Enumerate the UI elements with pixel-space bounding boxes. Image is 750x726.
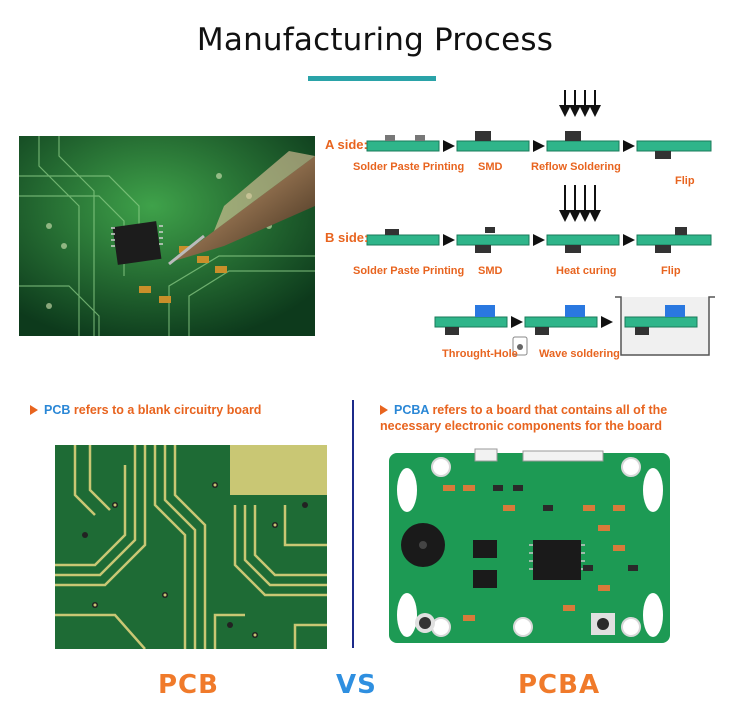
title-underline xyxy=(308,76,436,81)
a-side-row xyxy=(366,90,712,159)
page-title: Manufacturing Process xyxy=(196,22,554,58)
step-label: Throught-Hole xyxy=(442,348,518,360)
vs-label: VS xyxy=(336,670,377,700)
b-side-label: B side: xyxy=(325,230,369,245)
pcb-name: PCB xyxy=(44,403,71,417)
process-diagram: A side: B side: Solder Paste Printing SM… xyxy=(325,85,745,375)
pcb-photo xyxy=(55,445,327,650)
soldering-photo xyxy=(19,136,315,336)
step-label: Solder Paste Printing xyxy=(353,161,465,173)
pcba-label: PCBA xyxy=(518,670,601,700)
step-label: Flip xyxy=(675,175,695,187)
pcba-photo xyxy=(383,445,676,649)
through-hole-row xyxy=(434,296,715,356)
step-label: Reflow Soldering xyxy=(531,161,621,173)
step-label: SMD xyxy=(478,265,503,277)
step-label: Solder Paste Printing xyxy=(353,265,465,277)
pcba-name: PCBA xyxy=(394,403,429,417)
vertical-divider xyxy=(352,400,354,648)
step-label: Heat curing xyxy=(556,265,617,277)
pcb-label: PCB xyxy=(158,670,219,700)
step-label: SMD xyxy=(478,161,503,173)
arrow-bullet-icon xyxy=(380,405,388,415)
pcb-description: PCB refers to a blank circuitry board xyxy=(30,402,330,418)
pcb-desc: refers to a blank circuitry board xyxy=(70,403,262,417)
a-side-label: A side: xyxy=(325,137,368,152)
pcba-desc: refers to a board that contains all of t… xyxy=(380,403,668,433)
pcba-description: PCBA refers to a board that contains all… xyxy=(380,402,730,434)
step-label: Flip xyxy=(661,265,681,277)
step-label: Wave soldering xyxy=(539,348,620,360)
b-side-row xyxy=(366,185,712,253)
arrow-bullet-icon xyxy=(30,405,38,415)
